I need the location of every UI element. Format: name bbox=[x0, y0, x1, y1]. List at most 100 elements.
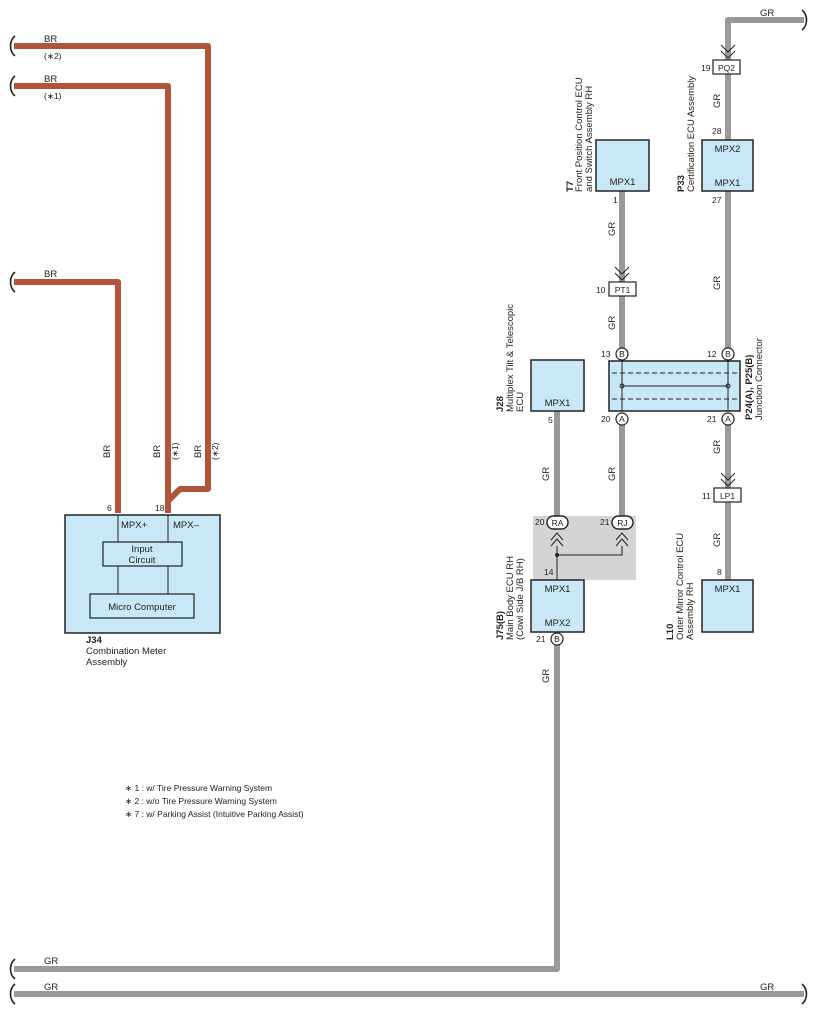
component-id: L10 bbox=[665, 624, 676, 640]
component-l10: MPX1 8 L10 Outer Mirror Control ECU Asse… bbox=[665, 533, 754, 640]
wire-label: BR bbox=[44, 34, 57, 45]
connector-chevron-icon bbox=[615, 532, 629, 547]
component-p33: MPX2 MPX1 28 27 P33 Certification ECU As… bbox=[676, 76, 754, 205]
connector-chevron-icon bbox=[720, 44, 736, 59]
pin-number: 12 bbox=[707, 349, 717, 359]
connector-lp1: LP1 11 bbox=[702, 472, 742, 503]
wire-label: GR bbox=[541, 669, 552, 683]
component-name: Assembly bbox=[86, 657, 127, 668]
connector-code: PT1 bbox=[615, 285, 631, 295]
connector-code: LP1 bbox=[720, 491, 735, 501]
pin-letter: B bbox=[725, 349, 731, 359]
jb-code: RA bbox=[552, 518, 564, 528]
pin-number: 11 bbox=[702, 491, 711, 501]
pin-number: 21 bbox=[536, 634, 546, 644]
wire-label: GR bbox=[44, 982, 58, 993]
wire-label: GR bbox=[44, 956, 58, 967]
connector-chevron-icon bbox=[550, 532, 564, 547]
wire-label: BR bbox=[152, 445, 163, 458]
wire-label: GR bbox=[760, 8, 774, 19]
wire-label: BR bbox=[193, 445, 204, 458]
pin-letter: B bbox=[554, 634, 560, 644]
pin-letter: A bbox=[725, 414, 731, 424]
component-name: Combination Meter bbox=[86, 646, 166, 657]
component-j28: MPX1 5 J28 Multiplex Tilt & Telescopic E… bbox=[495, 304, 585, 425]
wire-break-icon bbox=[9, 35, 16, 57]
wire-note: (∗2) bbox=[210, 442, 220, 460]
wire-note: (∗2) bbox=[44, 51, 62, 61]
pin-number: 10 bbox=[596, 285, 606, 295]
component-name: Certification ECU Assembly bbox=[686, 76, 697, 192]
wire-break-icon bbox=[9, 958, 16, 980]
wire-label: GR bbox=[607, 222, 618, 236]
component-name: Front Position Control ECU bbox=[574, 77, 585, 192]
pin-label: MPX1 bbox=[715, 584, 741, 595]
component-id: P33 bbox=[676, 175, 687, 192]
br-wire-main bbox=[14, 279, 121, 513]
pin-number: 5 bbox=[548, 415, 553, 425]
pin-number: 6 bbox=[107, 503, 112, 513]
wire-break-icon bbox=[9, 271, 16, 293]
pin-number: 21 bbox=[707, 414, 717, 424]
br-wires bbox=[14, 43, 211, 513]
pin-number: 27 bbox=[712, 195, 722, 205]
wire-label: BR bbox=[102, 445, 113, 458]
pin-number: 28 bbox=[712, 126, 722, 136]
connector-pq2: PQ2 19 bbox=[701, 44, 741, 75]
inner-block-label: Micro Computer bbox=[108, 602, 176, 613]
gr-wire-right bbox=[725, 17, 804, 60]
pin-number: 19 bbox=[701, 63, 711, 73]
pin-letter: A bbox=[619, 414, 625, 424]
connector-pt1: PT1 10 bbox=[596, 266, 637, 297]
wire-break-icon bbox=[801, 9, 808, 31]
wire-label: GR bbox=[712, 440, 723, 454]
gr-wires bbox=[14, 17, 804, 997]
component-name: and Switch Assembly RH bbox=[584, 86, 595, 192]
component-t7: MPX1 1 T7 Front Position Control ECU and… bbox=[565, 77, 650, 205]
component-name: Junction Connector bbox=[754, 338, 765, 420]
component-name: Assembly RH bbox=[685, 582, 696, 640]
pin-label: MPX1 bbox=[715, 178, 741, 189]
inner-block-label: Input bbox=[131, 544, 152, 555]
component-name: Outer Mirror Control ECU bbox=[675, 533, 686, 640]
component-j75: RA RJ 20 21 MPX1 MPX2 14 21 B J75(B) Mai… bbox=[495, 515, 636, 646]
pin-label: MPX– bbox=[173, 520, 200, 531]
wire-label: GR bbox=[712, 276, 723, 290]
wire-label: GR bbox=[760, 982, 774, 993]
footnote: ∗ 1 : w/ Tire Pressure Warning System bbox=[125, 783, 272, 793]
pin-label: MPX2 bbox=[545, 618, 571, 629]
component-id: T7 bbox=[565, 181, 576, 192]
component-p24-p25: B B A A 13 12 20 21 P24(A), P25(B) Junct… bbox=[601, 338, 765, 426]
component-name: Main Body ECU RH bbox=[505, 556, 516, 640]
pin-number: 21 bbox=[600, 517, 610, 527]
pin-letter: B bbox=[619, 349, 625, 359]
pin-number: 20 bbox=[535, 517, 545, 527]
pin-label: MPX2 bbox=[715, 144, 741, 155]
gr-wire-bottom bbox=[14, 644, 560, 972]
component-id: J75(B) bbox=[495, 611, 506, 640]
connector-chevron-icon bbox=[614, 266, 630, 281]
wire-break-icon bbox=[9, 983, 16, 1005]
pin-number: 18 bbox=[155, 503, 165, 513]
pin-label: MPX1 bbox=[545, 398, 571, 409]
wire-break-icon bbox=[9, 75, 16, 97]
wire-note: (∗1) bbox=[44, 91, 62, 101]
wire-label: GR bbox=[607, 316, 618, 330]
pin-label: MPX1 bbox=[610, 177, 636, 188]
pin-label: MPX1 bbox=[545, 584, 571, 595]
pin-number: 13 bbox=[601, 349, 611, 359]
component-id: J34 bbox=[86, 635, 103, 646]
component-name: ECU bbox=[515, 392, 526, 412]
connector-chevron-icon bbox=[720, 472, 736, 487]
wire-break-icon bbox=[801, 983, 808, 1005]
wire-label: GR bbox=[541, 467, 552, 481]
wire-label: BR bbox=[44, 269, 57, 280]
wire-label: GR bbox=[712, 94, 723, 108]
component-id: J28 bbox=[495, 396, 506, 412]
pin-number: 8 bbox=[717, 567, 722, 577]
footnotes: ∗ 1 : w/ Tire Pressure Warning System ∗ … bbox=[125, 783, 304, 819]
footnote: ∗ 2 : w/o Tire Pressure Warning System bbox=[125, 796, 277, 806]
component-id: P24(A), P25(B) bbox=[744, 355, 755, 420]
footnote: ∗ 7 : w/ Parking Assist (Intuitive Parki… bbox=[125, 809, 304, 819]
